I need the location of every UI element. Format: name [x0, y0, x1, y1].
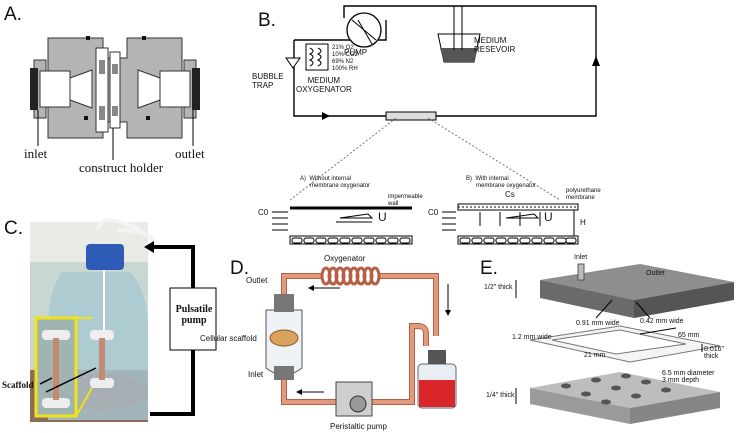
inlet-e-label: Inlet [574, 254, 588, 261]
outlet-e-label: Outlet [646, 270, 665, 277]
impermeable-wall-label: impermeable wall [388, 194, 423, 207]
gas-mix-3: 69% N2 [332, 59, 354, 65]
u-b-label: U [544, 210, 553, 224]
outlet-d-label: Outlet [246, 276, 268, 285]
inlet-d-label: Inlet [248, 370, 264, 379]
panel-e-letter: E. [480, 258, 498, 279]
panel-a-letter: A. [4, 4, 22, 25]
width-042-label: 0.42 mm wide [640, 318, 684, 325]
panel-d-letter: D. [230, 258, 249, 279]
polyurethane-membrane-label: polyurethane membrane [566, 188, 601, 201]
gas-mix-4: 100% RH [332, 66, 358, 72]
sub-b-label: B) With internal membrane oxygenator [466, 176, 537, 189]
inlet-label: inlet [24, 146, 48, 161]
length-21-label: 21 mm [584, 352, 606, 359]
c0-a-label: C0 [258, 208, 269, 217]
length-65-label: 65 mm [678, 332, 700, 339]
oxygenator-coil [320, 266, 381, 286]
pulsatile-pump-label: Pulsatile pump [175, 304, 213, 326]
bubble-trap-icon [285, 57, 301, 69]
u-a-label: U [378, 210, 387, 224]
cs-label: Cs [505, 190, 515, 199]
bottom-layer [530, 372, 720, 408]
pump-label: PUMP [344, 48, 368, 57]
width-12-label: 1.2 mm wide [512, 334, 552, 341]
medium-reservoir-label: MEDIUM RESEVOIR [474, 36, 516, 54]
panel-b-letter: B. [258, 10, 276, 31]
outlet-label: outlet [175, 146, 205, 161]
pulsatile-pump-box [169, 287, 217, 351]
cellular-scaffold-label: Cellular scaffold [200, 334, 257, 343]
oxygenator-label: Oxygenator [324, 254, 366, 263]
top-layer [540, 264, 734, 300]
gas-mix-1: 21% O2 [332, 45, 354, 51]
bubble-trap-label: BUBBLE TRAP [252, 72, 284, 90]
h-label: H [580, 218, 586, 227]
construct-holder-label: construct holder [79, 160, 164, 175]
half-inch-label: 1/2" thick [484, 284, 513, 291]
well-diameter-label: 6.5 mm diameter 3 mm depth [662, 370, 715, 384]
bottle-cap [86, 244, 124, 270]
gas-mix-2: 10% CO2 [332, 52, 359, 58]
panel-c-letter: C. [4, 218, 23, 239]
c0-b-label: C0 [428, 208, 439, 217]
width-091-label: 0.91 mm wide [576, 320, 620, 327]
medium-oxygenator-label: MEDIUM OXYGENATOR [296, 76, 352, 94]
scaffold-label: Scaffold [2, 380, 34, 390]
flow-chamber-icon [385, 111, 437, 121]
quarter-inch-label: 1/4" thick [486, 392, 515, 399]
sub-a-label: A) Without internal membrane oxygenator [300, 176, 371, 189]
peristaltic-pump-label: Peristaltic pump [330, 422, 387, 431]
oxygenator-icon [305, 43, 329, 71]
thickness-0016-label: 0.016" thick [704, 346, 725, 360]
